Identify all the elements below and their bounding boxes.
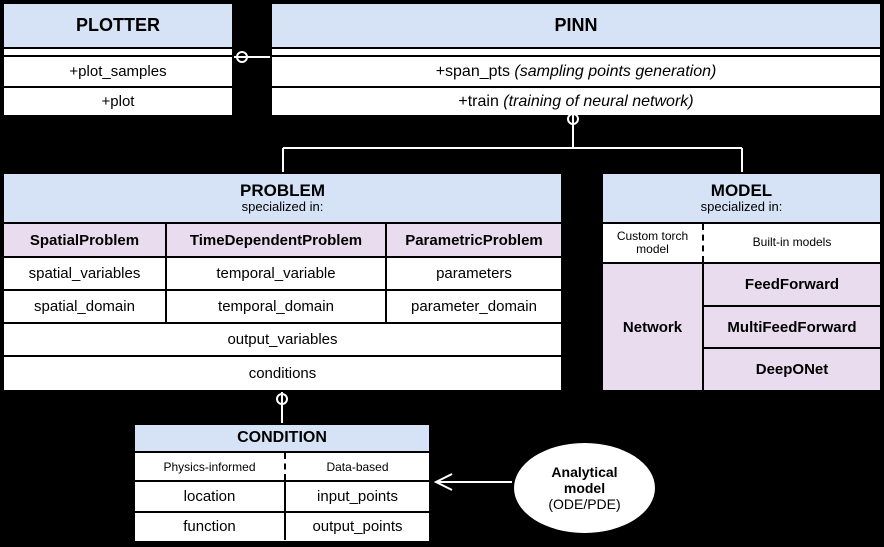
pinn-method-train[interactable]: +train (training of neural network) (272, 86, 880, 115)
class-box-problem[interactable]: PROBLEM specialized in: SpatialProblem T… (2, 172, 563, 392)
problem-attribute-row-variables: spatial_variables temporal_variable para… (4, 258, 561, 291)
plotter-empty-compartment (4, 49, 232, 57)
condition-attr-output-points[interactable]: output_points (284, 513, 429, 540)
condition-column-data-based: Data-based (284, 453, 429, 480)
problem-specialization-header: SpatialProblem TimeDependentProblem Para… (4, 224, 561, 258)
model-builtin-feedforward[interactable]: FeedForward (704, 264, 880, 305)
problem-attribute-row-domains: spatial_domain temporal_domain parameter… (4, 291, 561, 324)
problem-specialization-parametric[interactable]: ParametricProblem (385, 224, 561, 258)
model-column-custom-torch: Custom torch model (616, 228, 689, 256)
condition-column-physics-informed: Physics-informed (163, 459, 256, 474)
pinn-method-span-pts[interactable]: +span_pts (sampling points generation) (272, 57, 880, 86)
problem-specialization-spatial[interactable]: SpatialProblem (4, 224, 165, 258)
condition-title: CONDITION (135, 425, 429, 453)
model-title-text: MODEL (710, 180, 773, 200)
class-box-plotter[interactable]: PLOTTER +plot_samples +plot (2, 2, 234, 115)
condition-row-location: location input_points (135, 482, 429, 511)
condition-title-text: CONDITION (237, 428, 327, 446)
problem-attr-output-variables[interactable]: output_variables (4, 324, 561, 357)
model-custom-network[interactable]: Network (603, 264, 702, 390)
model-builtin-multifeedforward[interactable]: MultiFeedForward (704, 304, 880, 348)
model-builtin-deeponet[interactable]: DeepONet (704, 347, 880, 391)
plotter-method-plot[interactable]: +plot (4, 86, 232, 115)
pinn-method-train-label: +train (458, 92, 499, 110)
pinn-empty-compartment (272, 49, 880, 57)
condition-attr-input-points[interactable]: input_points (284, 482, 429, 511)
problem-attr-parameters[interactable]: parameters (385, 258, 561, 291)
pinn-method-span-pts-label: +span_pts (435, 62, 510, 80)
problem-attr-spatial-domain[interactable]: spatial_domain (4, 291, 165, 324)
pinn-title: PINN (272, 4, 880, 49)
model-subtitle-text: specialized in: (700, 199, 783, 215)
analytical-model-line1: Analytical (551, 463, 618, 480)
analytical-model-line3: (ODE/PDE) (548, 496, 621, 513)
pinn-method-span-pts-note: (sampling points generation) (514, 62, 717, 80)
plotter-title: PLOTTER (4, 4, 232, 49)
problem-title: PROBLEM specialized in: (4, 174, 561, 224)
problem-attr-temporal-domain[interactable]: temporal_domain (165, 291, 385, 324)
class-box-condition[interactable]: CONDITION Physics-informed Data-based lo… (133, 423, 431, 543)
model-column-builtin: Built-in models (702, 224, 880, 262)
class-box-pinn[interactable]: PINN +span_pts (sampling points generati… (270, 2, 882, 115)
analytical-model-line2: model (563, 479, 606, 496)
model-column-header: Custom torch model Built-in models (603, 224, 880, 264)
problem-attr-spatial-variables[interactable]: spatial_variables (4, 258, 165, 291)
model-body: Network FeedForward MultiFeedForward Dee… (603, 264, 880, 391)
condition-attr-function[interactable]: function (183, 518, 236, 535)
class-box-model[interactable]: MODEL specialized in: Custom torch model… (601, 172, 882, 392)
condition-row-function: function output_points (135, 511, 429, 540)
plotter-title-text: PLOTTER (76, 15, 160, 36)
problem-specialization-timedependent[interactable]: TimeDependentProblem (165, 224, 385, 258)
plotter-method-plot-samples[interactable]: +plot_samples (4, 57, 232, 86)
pinn-method-train-note: (training of neural network) (503, 92, 694, 110)
problem-attr-conditions[interactable]: conditions (248, 365, 317, 382)
analytical-model-node[interactable]: Analytical model (ODE/PDE) (512, 441, 657, 535)
model-title: MODEL specialized in: (603, 174, 880, 224)
model-builtin-list: FeedForward MultiFeedForward DeepONet (702, 264, 880, 391)
condition-attr-location[interactable]: location (183, 488, 236, 505)
pinn-title-text: PINN (554, 15, 598, 36)
problem-subtitle-text: specialized in: (241, 199, 324, 215)
problem-attr-parameter-domain[interactable]: parameter_domain (385, 291, 561, 324)
problem-attr-temporal-variable[interactable]: temporal_variable (165, 258, 385, 291)
problem-title-text: PROBLEM (240, 180, 325, 200)
condition-column-header: Physics-informed Data-based (135, 453, 429, 482)
